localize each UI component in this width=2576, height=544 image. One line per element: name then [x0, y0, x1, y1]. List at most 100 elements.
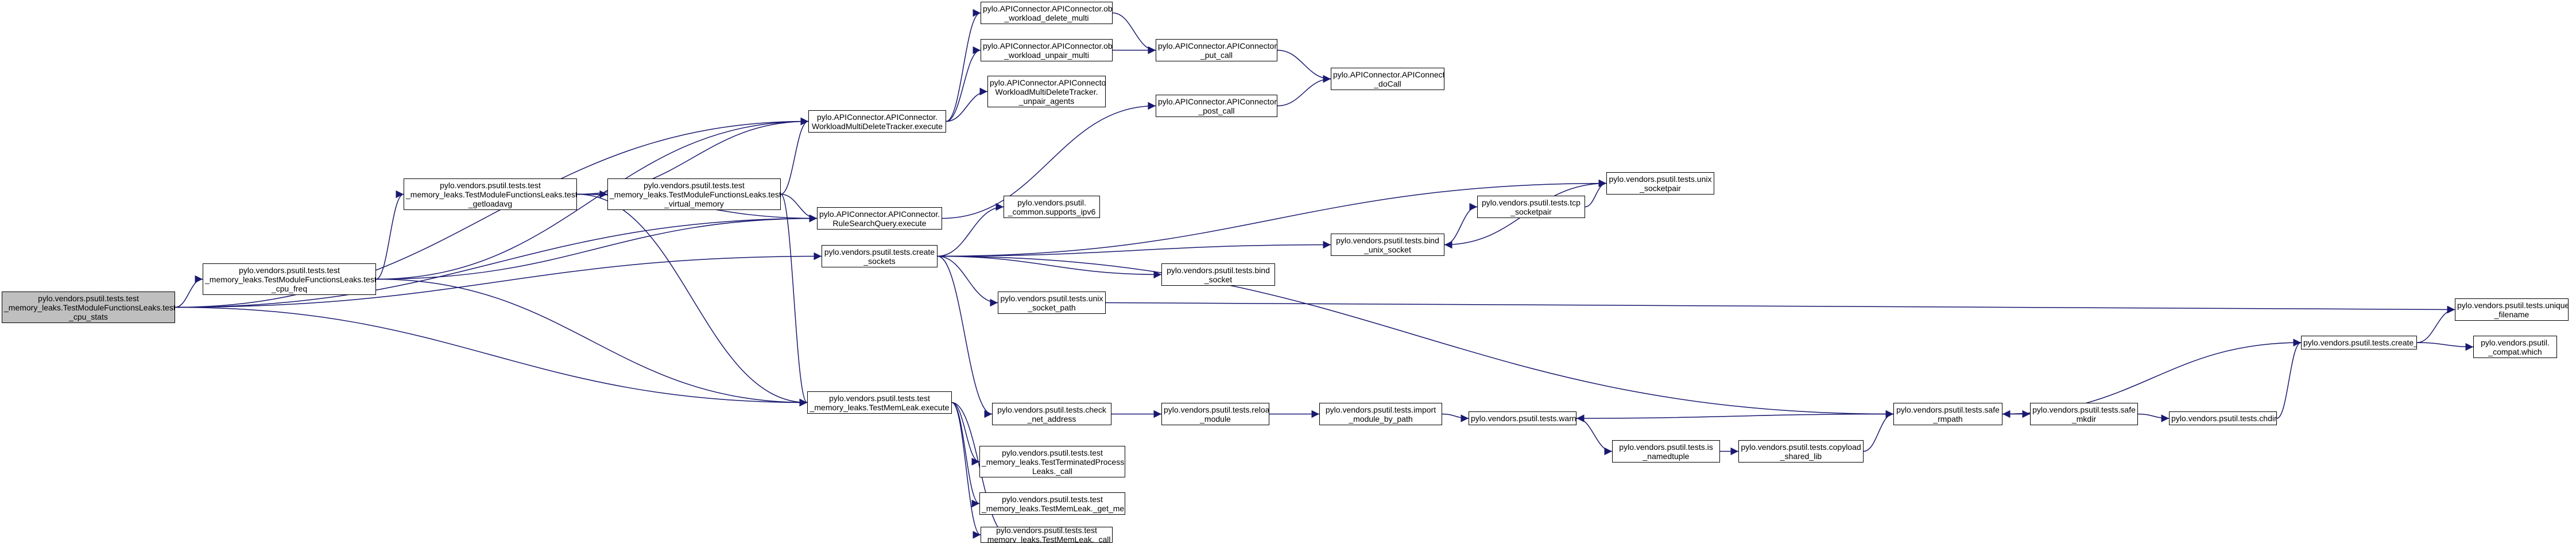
graph-node-safe-rmpath[interactable]: pylo.vendors.psutil.tests.safe_rmpath — [1893, 403, 2002, 425]
graph-node-tml-execute[interactable]: pylo.vendors.psutil.tests.test_memory_le… — [807, 391, 952, 414]
node-label-line: _module — [1200, 414, 1231, 423]
edge-bind-unix-socket-to-tcp-socketpair — [1444, 203, 1478, 246]
graph-node-objects-unpair[interactable]: pylo.APIConnector.APIConnector.objects_w… — [981, 39, 1113, 61]
node-label-line: _socketpair — [1510, 207, 1552, 216]
edge-cpu-freq-to-tml-execute — [375, 278, 808, 407]
edge-chdir-to-create-exe — [2276, 339, 2302, 419]
graph-node-cpu-stats[interactable]: pylo.vendors.psutil.tests.test_memory_le… — [2, 292, 175, 323]
node-label-line: pylo.vendors.psutil.tests.import — [1325, 405, 1436, 414]
node-label-line: pylo.vendors.psutil.tests.warn — [1471, 414, 1576, 423]
graph-node-wmdt-unpair[interactable]: pylo.APIConnector.APIConnector.WorkloadM… — [987, 76, 1106, 107]
node-label-line: _rmpath — [1933, 414, 1963, 423]
graph-node-is-namedtuple[interactable]: pylo.vendors.psutil.tests.is_namedtuple — [1612, 440, 1720, 463]
edge-wmdt-execute-to-wmdt-unpair — [946, 87, 988, 122]
node-label-line: pylo.APIConnector.APIConnector.do — [1158, 96, 1277, 106]
node-label-line: pylo.APIConnector.APIConnector. — [816, 112, 938, 122]
graph-node-safe-mkdir[interactable]: pylo.vendors.psutil.tests.safe_mkdir — [2030, 403, 2138, 425]
graph-node-create-sockets[interactable]: pylo.vendors.psutil.tests.create_sockets — [822, 245, 938, 267]
graph-node-terminated-process[interactable]: pylo.vendors.psutil.tests.test_memory_le… — [979, 446, 1125, 477]
graph-node-get-mem[interactable]: pylo.vendors.psutil.tests.test_memory_le… — [979, 492, 1125, 515]
edge-safe-mkdir-to-chdir — [2137, 413, 2170, 422]
edge-create-exe-to-compat-which — [2416, 342, 2474, 351]
edge-create-sockets-to-bind-socket — [937, 255, 1162, 279]
edge-cpu-stats-to-tml-execute — [175, 306, 808, 407]
graph-node-chdir[interactable]: pylo.vendors.psutil.tests.chdir — [2169, 411, 2277, 425]
graph-node-tcp-socketpair[interactable]: pylo.vendors.psutil.tests.tcp_socketpair — [1477, 196, 1585, 218]
graph-node-tml-call[interactable]: pylo.vendors.psutil.tests.test_memory_le… — [981, 527, 1113, 543]
node-label-line: pylo.vendors.psutil.tests.unique — [2457, 300, 2569, 310]
node-label-line: pylo.vendors.psutil.tests.test — [829, 393, 930, 403]
node-label-line: _memory_leaks.TestModuleFunctionsLeaks.t… — [4, 302, 175, 312]
graph-node-do-post[interactable]: pylo.APIConnector.APIConnector.do_post_c… — [1156, 95, 1277, 117]
edge-create-sockets-to-unix-socket-path — [937, 255, 998, 307]
node-label-line: _workload_unpair_multi — [1004, 50, 1089, 60]
node-label-line: _cpu_stats — [69, 312, 108, 321]
node-label-line: _memory_leaks.TestModuleFunctionsLeaks.t… — [406, 189, 577, 199]
graph-node-create-exe[interactable]: pylo.vendors.psutil.tests.create_exe — [2301, 336, 2417, 349]
node-label-line: _getloadavg — [468, 199, 513, 208]
graph-node-unique-filename[interactable]: pylo.vendors.psutil.tests.unique_filenam… — [2455, 298, 2569, 321]
node-label-line: _memory_leaks.TestMemLeak.execute — [809, 402, 950, 412]
edge-cpu-freq-to-rsq-execute — [375, 214, 818, 280]
node-label-line: pylo.vendors.psutil. — [1017, 197, 1086, 207]
graph-node-docall[interactable]: pylo.APIConnector.APIConnector._doCall — [1331, 68, 1444, 90]
node-label-line: _doCall — [1374, 79, 1401, 88]
edge-do-put-to-docall — [1277, 49, 1331, 83]
node-label-line: _memory_leaks.TestModuleFunctionsLeaks.t… — [610, 189, 781, 199]
graph-node-unix-socket-path[interactable]: pylo.vendors.psutil.tests.unix_socket_pa… — [998, 292, 1106, 314]
node-label-line: _module_by_path — [1349, 414, 1413, 423]
graph-node-virtual-memory[interactable]: pylo.vendors.psutil.tests.test_memory_le… — [607, 178, 781, 210]
edge-unix-socket-path-to-unique-filename — [1105, 302, 2455, 314]
graph-node-objects-delete[interactable]: pylo.APIConnector.APIConnector.objects_w… — [981, 2, 1113, 24]
node-label-line: _filename — [2494, 309, 2529, 319]
node-label-line: _virtual_memory — [664, 199, 724, 208]
node-label-line: pylo.vendors.psutil.tests.copyload — [1741, 442, 1861, 452]
node-label-line: pylo.APIConnector.APIConnector.objects — [983, 3, 1113, 13]
graph-node-supports-ipv6[interactable]: pylo.vendors.psutil._common.supports_ipv… — [1004, 196, 1100, 218]
node-label-line: pylo.vendors.psutil.tests.safe — [2032, 405, 2136, 414]
edge-tml-execute-to-tml-call — [951, 402, 981, 539]
node-label-line: pylo.vendors.psutil.tests.chdir — [2171, 414, 2277, 423]
graph-node-unix-socketpair[interactable]: pylo.vendors.psutil.tests.unix_socketpai… — [1606, 172, 1714, 195]
node-label-line: pylo.APIConnector.APIConnector.objects — [983, 41, 1113, 50]
node-label-line: _memory_leaks.TestMemLeak._get_mem — [982, 503, 1125, 513]
graph-node-bind-socket[interactable]: pylo.vendors.psutil.tests.bind_socket — [1161, 263, 1275, 286]
node-label-line: _net_address — [1027, 414, 1076, 423]
edge-copyload-shared-lib-to-safe-rmpath — [1863, 410, 1894, 452]
node-label-line: _memory_leaks.TestModuleFunctionsLeaks.t… — [205, 274, 376, 284]
node-label-line: WorkloadMultiDeleteTracker.execute — [812, 121, 943, 131]
graph-node-wmdt-execute[interactable]: pylo.APIConnector.APIConnector.WorkloadM… — [808, 110, 946, 133]
graph-node-copyload-shared-lib[interactable]: pylo.vendors.psutil.tests.copyload_share… — [1738, 440, 1864, 463]
edge-create-exe-to-unique-filename — [2416, 305, 2455, 343]
edge-virtual-memory-to-wmdt-execute — [780, 117, 809, 195]
edge-create-sockets-to-check-net-address — [937, 255, 993, 418]
node-label-line: _cpu_freq — [271, 283, 308, 293]
graph-node-getloadavg[interactable]: pylo.vendors.psutil.tests.test_memory_le… — [404, 178, 577, 210]
graph-node-reload-module[interactable]: pylo.vendors.psutil.tests.reload_module — [1161, 403, 1269, 425]
node-label-line: pylo.vendors.psutil. — [2481, 337, 2550, 347]
node-label-line: RuleSearchQuery.execute — [832, 218, 927, 228]
graph-node-do-put[interactable]: pylo.APIConnector.APIConnector.do_put_ca… — [1156, 39, 1277, 61]
edge-cpu-freq-to-wmdt-execute — [375, 117, 809, 280]
node-label-line: pylo.vendors.psutil.tests.test — [38, 293, 139, 303]
graph-node-rsq-execute[interactable]: pylo.APIConnector.APIConnector.RuleSearc… — [817, 207, 942, 230]
graph-node-cpu-freq[interactable]: pylo.vendors.psutil.tests.test_memory_le… — [203, 263, 376, 295]
node-label-line: pylo.vendors.psutil.tests.create — [824, 247, 935, 257]
node-label-line: pylo.vendors.psutil.tests.test — [644, 180, 745, 190]
node-label-line: pylo.vendors.psutil.tests.tcp — [1482, 197, 1581, 207]
node-label-line: pylo.vendors.psutil.tests.test — [440, 180, 541, 190]
graph-node-bind-unix-socket[interactable]: pylo.vendors.psutil.tests.bind_unix_sock… — [1331, 234, 1444, 256]
edge-create-sockets-to-supports-ipv6 — [937, 203, 1004, 257]
node-label-line: Leaks._call — [1032, 466, 1073, 476]
node-label-line: pylo.vendors.psutil.tests.is — [1619, 442, 1713, 452]
node-label-line: _workload_delete_multi — [1004, 13, 1089, 22]
edge-objects-delete-to-do-put — [1112, 12, 1156, 55]
node-label-line: _common.supports_ipv6 — [1008, 207, 1096, 216]
graph-node-compat-which[interactable]: pylo.vendors.psutil._compat.which — [2473, 336, 2557, 358]
graph-node-import-module[interactable]: pylo.vendors.psutil.tests.import_module_… — [1319, 403, 1442, 425]
graph-node-warn[interactable]: pylo.vendors.psutil.tests.warn — [1469, 411, 1576, 425]
graph-node-check-net-address[interactable]: pylo.vendors.psutil.tests.check_net_addr… — [992, 403, 1111, 425]
edge-virtual-memory-to-rsq-execute — [780, 193, 818, 223]
edge-cpu-stats-to-rsq-execute — [175, 214, 818, 308]
